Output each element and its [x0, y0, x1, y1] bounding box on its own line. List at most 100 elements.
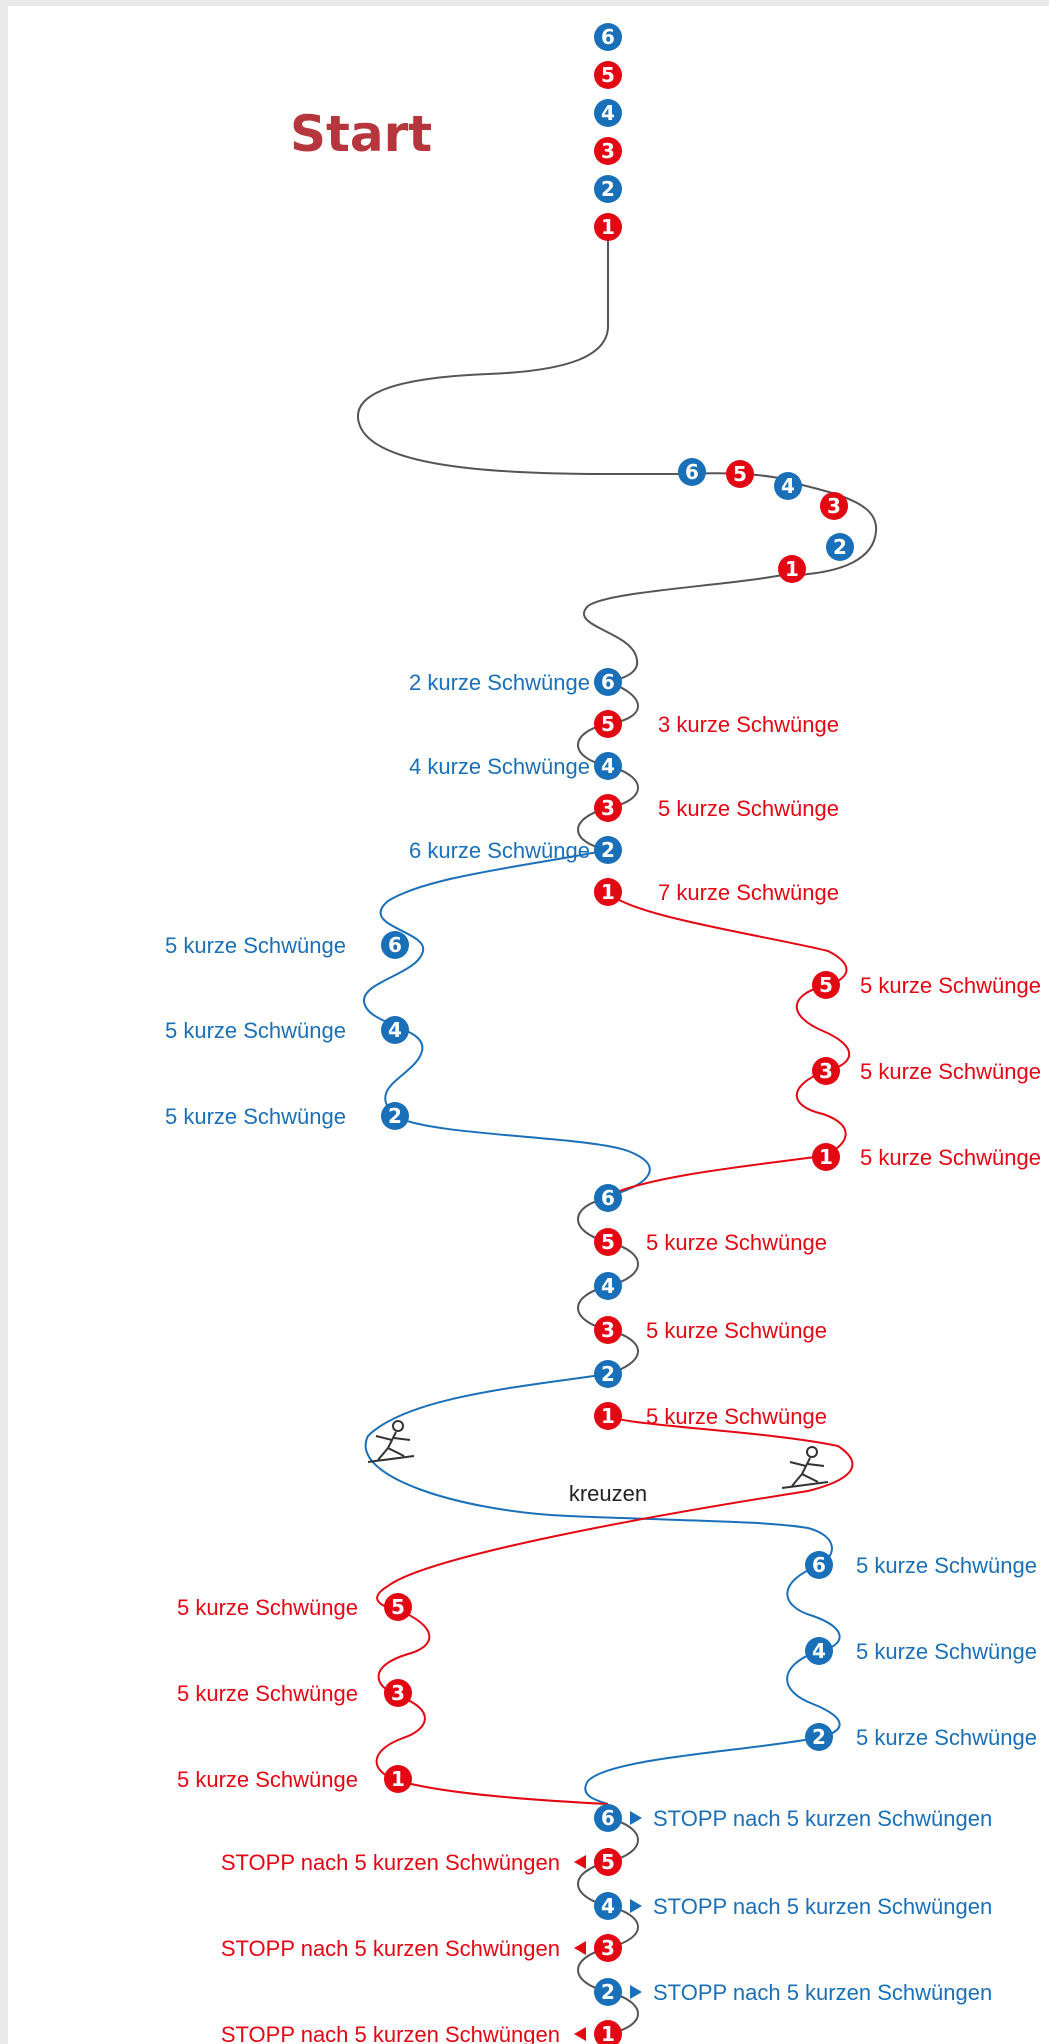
start-marker-5: 5: [594, 61, 622, 89]
marker-disc: [594, 1272, 622, 1300]
stopp-label-4: STOPP nach 5 kurzen Schwüngen: [653, 1894, 992, 1919]
marker-number: 3: [601, 1936, 615, 1960]
marker-disc: [384, 1765, 412, 1793]
curve-marker-1: 1: [778, 555, 806, 583]
marker-number: 4: [781, 474, 795, 498]
right-blue-label-4: 5 kurze Schwünge: [856, 1639, 1037, 1664]
marker-disc: [384, 1679, 412, 1707]
marker-number: 1: [785, 557, 799, 581]
marker-number: 2: [812, 1725, 826, 1749]
cross-red-line: [376, 1415, 854, 1611]
marker-disc: [820, 492, 848, 520]
marker-disc: [594, 668, 622, 696]
marker-number: 4: [601, 101, 615, 125]
marker-disc: [812, 1143, 840, 1171]
marker-number: 2: [601, 838, 615, 862]
stopp-marker-5: 5: [594, 1848, 622, 1876]
left-marker-4: 4: [381, 1016, 409, 1044]
marker-number: 5: [391, 1595, 405, 1619]
marker-disc: [594, 836, 622, 864]
marker-number: 4: [812, 1639, 826, 1663]
stopp-arrow-6: [630, 1811, 642, 1825]
right-blue-line: [584, 1565, 841, 1805]
center-marker-5: 5: [594, 710, 622, 738]
center-marker-3: 3: [594, 794, 622, 822]
start-route-line: [357, 227, 688, 475]
center-marker-1: 1: [594, 878, 622, 906]
left-red-marker-5: 5: [384, 1593, 412, 1621]
marker-disc: [594, 99, 622, 127]
marker-disc: [594, 710, 622, 738]
marker-number: 2: [388, 1104, 402, 1128]
start-marker-1: 1: [594, 213, 622, 241]
left-marker-6: 6: [381, 931, 409, 959]
marker-disc: [594, 1934, 622, 1962]
marker-number: 6: [601, 25, 615, 49]
diagram-title: Start: [290, 105, 432, 163]
stopp-marker-2: 2: [594, 1978, 622, 2006]
right-blue-label-6: 5 kurze Schwünge: [856, 1553, 1037, 1578]
marker-disc: [826, 533, 854, 561]
left-red-marker-3: 3: [384, 1679, 412, 1707]
merged-marker-6: 6: [594, 1184, 622, 1212]
center-label-4: 4 kurze Schwünge: [409, 754, 590, 779]
center-label-1: 7 kurze Schwünge: [658, 880, 839, 905]
marker-number: 4: [601, 1894, 615, 1918]
marker-disc: [381, 931, 409, 959]
merged-marker-1: 1: [594, 1402, 622, 1430]
marker-number: 6: [812, 1553, 826, 1577]
center-marker-6: 6: [594, 668, 622, 696]
center-marker-2: 2: [594, 836, 622, 864]
marker-disc: [381, 1102, 409, 1130]
marker-number: 5: [601, 1230, 615, 1254]
right-split-line: [607, 891, 851, 1197]
marker-number: 5: [733, 462, 747, 486]
marker-disc: [678, 458, 706, 486]
merged-marker-3: 3: [594, 1316, 622, 1344]
marker-number: 5: [819, 973, 833, 997]
stopp-arrow-1: [574, 2027, 586, 2041]
curve-marker-4: 4: [774, 472, 802, 500]
skier-left-icon: [367, 1420, 415, 1463]
marker-disc: [726, 460, 754, 488]
stopp-marker-4: 4: [594, 1892, 622, 1920]
center-marker-4: 4: [594, 752, 622, 780]
marker-number: 5: [601, 1850, 615, 1874]
marker-disc: [594, 1804, 622, 1832]
merged-label-3: 5 kurze Schwünge: [646, 1318, 827, 1343]
right-marker-5: 5: [812, 971, 840, 999]
marker-number: 3: [819, 1059, 833, 1083]
start-marker-3: 3: [594, 137, 622, 165]
left-red-label-3: 5 kurze Schwünge: [177, 1681, 358, 1706]
marker-number: 3: [827, 494, 841, 518]
merged-label-5: 5 kurze Schwünge: [646, 1230, 827, 1255]
marker-disc: [774, 472, 802, 500]
right-blue-marker-6: 6: [805, 1551, 833, 1579]
marker-disc: [594, 213, 622, 241]
marker-number: 4: [601, 754, 615, 778]
right-blue-marker-4: 4: [805, 1637, 833, 1665]
stopp-label-1: STOPP nach 5 kurzen Schwüngen: [221, 2022, 560, 2044]
center-label-6: 2 kurze Schwünge: [409, 670, 590, 695]
left-red-label-1: 5 kurze Schwünge: [177, 1767, 358, 1792]
marker-number: 3: [601, 139, 615, 163]
marker-number: 6: [601, 1806, 615, 1830]
curve-marker-6: 6: [678, 458, 706, 486]
marker-disc: [812, 1057, 840, 1085]
right-marker-3: 3: [812, 1057, 840, 1085]
marker-disc: [594, 1848, 622, 1876]
stopp-arrow-5: [574, 1855, 586, 1869]
cross-label: kreuzen: [569, 1481, 647, 1506]
start-marker-4: 4: [594, 99, 622, 127]
marker-number: 6: [685, 460, 699, 484]
marker-disc: [805, 1723, 833, 1751]
center-label-2: 6 kurze Schwünge: [409, 838, 590, 863]
center-label-3: 5 kurze Schwünge: [658, 796, 839, 821]
marker-disc: [594, 794, 622, 822]
marker-number: 6: [388, 933, 402, 957]
stopp-arrow-4: [630, 1899, 642, 1913]
merged-marker-4: 4: [594, 1272, 622, 1300]
marker-disc: [812, 971, 840, 999]
cross-blue-line: [364, 1373, 833, 1567]
